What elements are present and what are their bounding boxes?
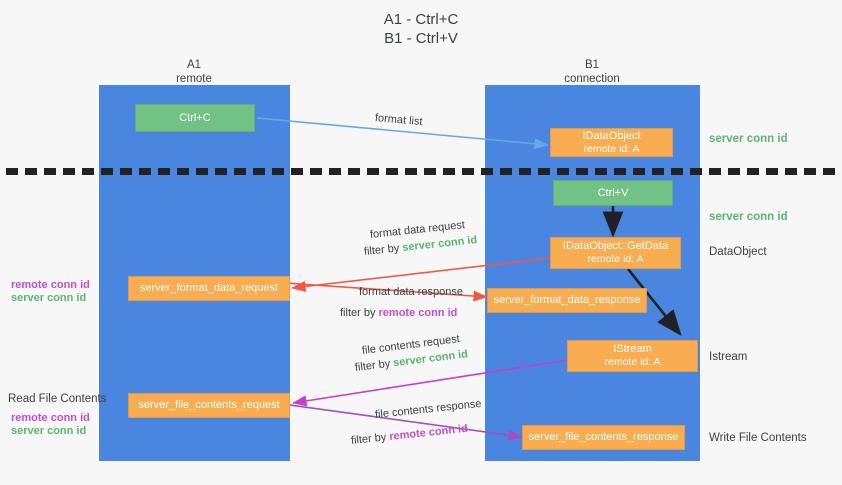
caption-file-contents-response: file contents response xyxy=(374,397,483,421)
lane-header-b1: B1 connection xyxy=(512,58,672,86)
label-server-conn-id-mid: server conn id xyxy=(709,211,788,223)
node-server-file-contents-request[interactable]: server_file_contents_request xyxy=(128,393,290,418)
caption-file-contents-request-filter-pre: filter by xyxy=(354,357,394,374)
caption-format-data-response: format data response xyxy=(359,286,463,298)
node-getdata-remote-id: remote id: A xyxy=(587,253,644,265)
node-istream-remote-id: remote id: A xyxy=(604,356,661,368)
lane-header-a1-name: A1 xyxy=(186,59,202,71)
title-line-1: A1 - Ctrl+C xyxy=(383,11,459,28)
label-server-conn-id-2: server conn id xyxy=(11,425,87,437)
node-idataobject-label: IDataObject xyxy=(582,129,641,142)
node-getdata-label: IDataObject::GetData xyxy=(562,240,669,252)
node-ctrl-c-label: Ctrl+C xyxy=(179,111,211,124)
label-server-conn-id-1: server conn id xyxy=(11,292,87,304)
node-server-format-data-request-label: server_format_data_request xyxy=(139,282,279,294)
node-server-format-data-response[interactable]: server_format_data_response xyxy=(487,288,647,313)
caption-file-contents-response-filter-key: remote conn id xyxy=(388,422,469,443)
lane-header-b1-sub: connection xyxy=(564,73,620,85)
caption-file-contents-response-filter: filter by remote conn id xyxy=(350,422,468,448)
caption-format-data-request-filter-pre: filter by xyxy=(363,242,403,258)
label-remote-conn-id-2: remote conn id xyxy=(11,412,90,424)
lane-header-a1: A1 remote xyxy=(114,58,274,86)
label-istream: Istream xyxy=(709,351,748,363)
caption-file-contents-response-filter-pre: filter by xyxy=(350,431,390,447)
title-line-2: B1 - Ctrl+V xyxy=(384,30,458,47)
lane-header-a1-sub: remote xyxy=(176,73,212,85)
node-ctrl-c[interactable]: Ctrl+C xyxy=(135,104,255,132)
node-getdata[interactable]: IDataObject::GetData remote id: A xyxy=(550,237,681,269)
node-server-file-contents-response[interactable]: server_file_contents_response xyxy=(522,425,685,450)
label-remote-conn-id-1: remote conn id xyxy=(11,279,90,291)
caption-format-data-response-filter-pre: filter by xyxy=(340,307,379,319)
dashed-divider xyxy=(6,168,836,175)
caption-format-data-response-filter-key: remote conn id xyxy=(378,307,458,319)
node-idataobject[interactable]: IDataObject remote id: A xyxy=(550,128,673,157)
page-title: A1 - Ctrl+C B1 - Ctrl+V xyxy=(0,10,842,48)
node-istream-label: IStream xyxy=(613,343,652,355)
node-istream[interactable]: IStream remote id: A xyxy=(567,340,698,372)
node-server-file-contents-request-label: server_file_contents_request xyxy=(138,399,280,411)
caption-format-list: format list xyxy=(374,112,424,129)
caption-format-data-response-filter: filter by remote conn id xyxy=(340,306,457,320)
node-server-file-contents-response-label: server_file_contents_response xyxy=(528,431,679,443)
node-idataobject-remote-id: remote id: A xyxy=(583,142,640,155)
label-read-file-contents: Read File Contents xyxy=(8,393,107,405)
label-dataobject: DataObject xyxy=(709,246,767,258)
label-server-conn-id-top: server conn id xyxy=(709,133,788,145)
node-server-format-data-request[interactable]: server_format_data_request xyxy=(128,276,290,301)
lane-header-b1-name: B1 xyxy=(584,59,600,71)
node-server-format-data-response-label: server_format_data_response xyxy=(493,294,641,306)
node-ctrl-v[interactable]: Ctrl+V xyxy=(553,180,673,206)
node-ctrl-v-label: Ctrl+V xyxy=(597,186,629,199)
label-write-file-contents: Write File Contents xyxy=(709,432,807,444)
